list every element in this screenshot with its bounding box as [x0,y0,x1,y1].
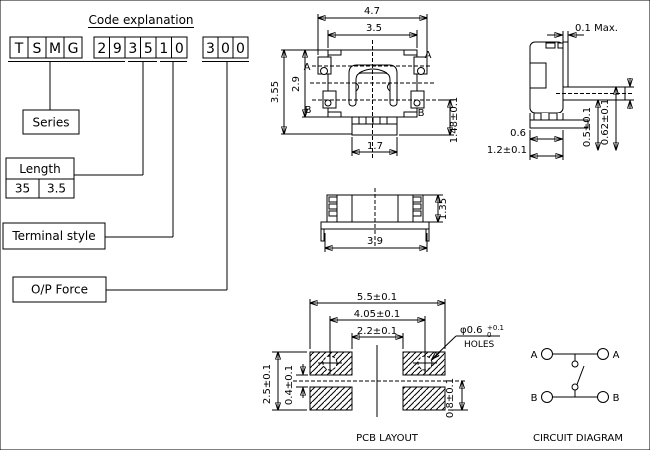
legend-boxes: Series Length 35 3.5 Terminal style O/P … [2,109,107,303]
front-pin-left [320,228,325,242]
code-char: 5 [144,41,153,57]
dim-body-height: 2.9 [291,76,302,92]
dim-hole-span: 4.05±0.1 [354,309,401,320]
code-char: G [68,41,79,57]
pad-bottom-left [309,386,353,411]
front-view: 3.9 1.35 [320,188,449,252]
dim-stem-width: 1.7 [367,141,383,152]
terminal-a-right: A [425,50,432,61]
dim-pad-outer: 5.5±0.1 [357,292,397,303]
dim-terminal-offset: 1.48±0.1 [449,97,460,144]
terminal-circle-b-right [597,391,609,403]
side-view: 0.1 Max. 0.6 1.2±0.1 0.5±0.1 0.62±0.1 [487,23,634,160]
contact-lower [571,383,579,391]
code-char: S [33,41,42,57]
terminal-style-label: Terminal style [11,229,95,243]
switch-lever [576,365,585,385]
code-boxes: T S M G 2 9 3 5 1 0 3 0 0 [9,36,249,59]
code-char: 2 [97,41,106,57]
hole-diameter: φ0.6 [460,325,483,336]
dim-front-height: 1.35 [438,198,449,220]
dim-overall-height: 3.55 [270,81,281,103]
dim-overall-width: 4.7 [364,6,380,17]
contact-upper [571,360,579,368]
code-explanation: Code explanation T S M G 2 9 3 5 1 0 3 0… [2,13,249,303]
code-char: 1 [159,41,168,57]
code-char: 0 [221,41,230,57]
centerlines [310,40,436,158]
hole-tol-plus: +0.1 [487,324,504,332]
terminal-b-left: B [305,105,312,116]
pcb-layout-caption: PCB LAYOUT [356,433,419,444]
circuit-diagram-caption: CIRCUIT DIAGRAM [533,433,623,444]
circuit-a-right: A [613,350,620,361]
terminal-style-box [2,222,106,250]
corner-marks [327,49,418,118]
side-stem-notch [529,62,547,89]
dim-base-width: 1.2±0.1 [487,145,527,156]
pcb-dimensions: 5.5±0.1 4.05±0.1 2.2±0.1 2.5±0.1 0.4±0.1… [262,292,504,418]
side-flange [562,41,569,89]
front-view-dimensions: 3.9 1.35 [324,194,449,252]
top-view: A A B B 4.7 3.5 3.55 2.9 1.7 1.48±0.1 [270,6,460,158]
circuit-diagram: A A B B CIRCUIT DIAGRAM [531,348,623,444]
length-code: 35 [15,182,30,196]
terminal-b-right: B [418,108,425,119]
dim-pad-gap: 0.4±0.1 [284,365,295,405]
circuit-b-right: B [613,393,620,404]
code-char: 0 [175,41,184,57]
op-force-label: O/P Force [31,283,88,297]
series-box [22,109,80,135]
code-char: 3 [128,41,137,57]
terminal-circle-b-left [541,391,553,403]
circuit-b-left: B [531,393,538,404]
code-char: T [14,41,24,57]
pcb-holes [318,352,437,374]
dim-gap: 0.1 Max. [575,23,618,34]
dim-front-width: 3.9 [367,236,383,247]
legend-connectors [49,62,228,291]
side-view-dimensions: 0.1 Max. 0.6 1.2±0.1 0.5±0.1 0.62±0.1 [487,23,634,160]
dim-pad-inner: 2.2±0.1 [357,326,397,337]
terminal-circle-a-right [597,348,609,360]
pad-bottom-right [402,386,446,411]
stem [351,116,398,136]
code-char: 9 [113,41,122,57]
holes-label: HOLES [464,340,495,350]
code-char: 3 [206,41,215,57]
code-char: 0 [236,41,245,57]
terminal-circle-a-left [541,348,553,360]
series-label: Series [33,116,70,130]
length-value: 3.5 [47,182,66,196]
hole-tol-minus: 0 [487,331,491,339]
code-char: M [49,41,61,57]
op-force-box [12,276,107,303]
dim-lead-top: 0.62±0.1 [600,99,611,146]
length-label: Length [19,162,60,176]
dim-pad-total-height: 2.5±0.1 [262,364,273,404]
dim-foot: 0.6 [510,128,526,139]
top-view-dimensions: 4.7 3.5 3.55 2.9 1.7 1.48±0.1 [270,6,460,156]
dim-pad-lower: 0.8±0.1 [445,378,456,418]
code-explanation-title: Code explanation [88,13,193,27]
pcb-layout: 5.5±0.1 4.05±0.1 2.2±0.1 2.5±0.1 0.4±0.1… [262,292,504,444]
dim-lead-bottom: 0.5±0.1 [582,107,593,147]
dim-body-width: 3.5 [366,23,382,34]
circuit-a-left: A [531,350,538,361]
length-value-cell [38,178,75,199]
